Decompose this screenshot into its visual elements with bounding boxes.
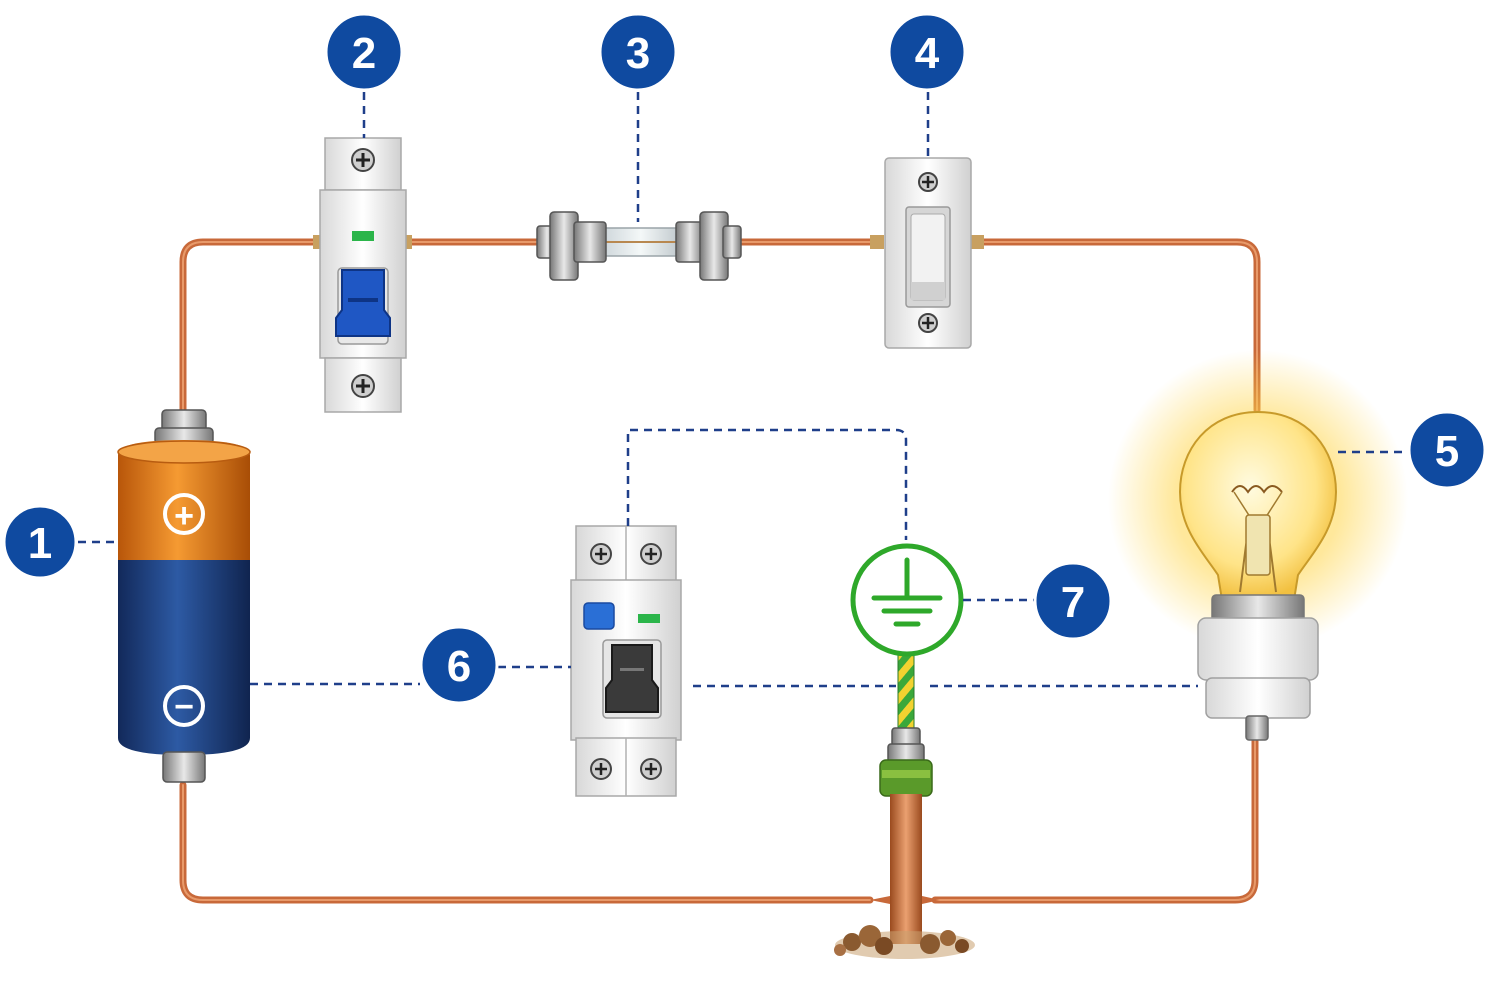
wire-bulb-to-ground xyxy=(931,736,1259,904)
callout-badge-7: 7 xyxy=(1033,561,1113,641)
wires xyxy=(179,238,1261,904)
leader-lines xyxy=(78,92,1408,688)
battery-negative-symbol: − xyxy=(163,685,205,727)
callout-badge-2: 2 xyxy=(324,12,404,92)
screw-icon xyxy=(918,172,938,192)
earth-ground xyxy=(834,543,975,959)
status-indicator-green xyxy=(638,614,660,623)
battery-positive-symbol: + xyxy=(163,493,205,535)
residual-current-device xyxy=(570,525,682,797)
light-bulb xyxy=(1108,350,1408,741)
callout-badge-6: 6 xyxy=(419,625,499,705)
svg-text:4: 4 xyxy=(915,29,940,78)
fuse xyxy=(536,211,742,281)
screw-icon xyxy=(590,758,612,780)
light-switch xyxy=(870,157,984,349)
svg-text:5: 5 xyxy=(1435,427,1459,476)
status-indicator-green xyxy=(352,231,374,241)
rcd-test-button xyxy=(583,602,615,630)
breaker-handle xyxy=(335,269,391,337)
soil-mound xyxy=(834,925,975,959)
circuit-breaker xyxy=(313,137,412,413)
svg-text:2: 2 xyxy=(352,29,376,78)
battery: + − xyxy=(117,409,251,783)
rcd-handle xyxy=(605,644,659,713)
screw-icon xyxy=(590,543,612,565)
svg-text:+: + xyxy=(174,497,194,535)
svg-text:1: 1 xyxy=(28,519,52,568)
leader-line-6c xyxy=(626,428,908,540)
wire-battery-to-ground xyxy=(179,781,874,904)
svg-text:−: − xyxy=(174,688,194,726)
screw-icon xyxy=(640,543,662,565)
callout-badge-3: 3 xyxy=(598,12,678,92)
earth-symbol-icon xyxy=(850,543,964,657)
svg-text:3: 3 xyxy=(626,29,650,78)
screw-icon xyxy=(918,313,938,333)
callout-badge-4: 4 xyxy=(887,12,967,92)
svg-text:6: 6 xyxy=(447,642,471,691)
screw-icon xyxy=(640,758,662,780)
callout-badge-5: 5 xyxy=(1407,410,1487,490)
callout-badge-1: 1 xyxy=(2,504,78,580)
wire-battery-to-breaker xyxy=(179,238,324,416)
screw-icon xyxy=(351,148,375,172)
screw-icon xyxy=(351,374,375,398)
svg-text:7: 7 xyxy=(1061,578,1085,627)
